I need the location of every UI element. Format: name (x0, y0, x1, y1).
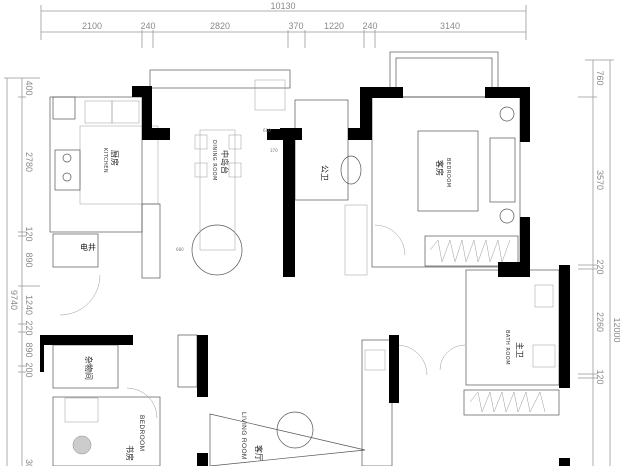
walls (40, 86, 570, 466)
dim-left-total: 9740 (9, 290, 19, 310)
dim-right-1: 3570 (595, 170, 605, 190)
left-dimensions: 9740 400 2780 120 890 1240 220 890 200 3… (4, 77, 40, 466)
dim-inner-0: 610 (263, 128, 271, 133)
dim-right-0: 760 (595, 70, 605, 85)
public-bath-label: 公卫 (320, 165, 329, 181)
dim-top-5: 240 (362, 21, 377, 31)
living-en: LIVING ROOM (240, 412, 247, 460)
dim-left-7: 200 (24, 362, 34, 377)
room-master-bath-label: 主卫 BATH ROOM (504, 330, 525, 365)
dim-right-4: 120 (595, 369, 605, 384)
room-dining-label: 中岛台 DINING ROOM (211, 140, 230, 181)
dim-right-2: 220 (595, 259, 605, 274)
storage-label: 杂物间 (84, 356, 94, 380)
guest-bedroom-en: BEDROOM (445, 158, 451, 188)
room-outlines (49, 51, 560, 466)
dim-left-3: 890 (24, 252, 34, 267)
dim-left-2: 120 (24, 226, 34, 241)
room-kitchen-label: 厨房 KITCHEN (102, 148, 120, 173)
dining-en: DINING ROOM (211, 140, 217, 181)
study-cn: 书房 (125, 445, 135, 461)
room-study-label: 书房 BEDROOM (125, 415, 145, 461)
kitchen-en: KITCHEN (102, 148, 108, 173)
master-bath-en: BATH ROOM (504, 330, 510, 365)
room-living-label: 客厅 LIVING ROOM (240, 412, 264, 461)
dim-left-8: 30 (24, 459, 34, 466)
dim-right-3: 2260 (595, 312, 605, 332)
room-guest-bedroom-label: 客房 BEDROOM (435, 158, 451, 188)
guest-bedroom-cn: 客房 (435, 160, 445, 176)
dim-top-0: 2100 (82, 21, 102, 31)
living-cn: 客厅 (254, 445, 264, 461)
dim-top-3: 370 (288, 21, 303, 31)
dining-cn: 中岛台 (220, 150, 230, 174)
dim-inner-1: 370 (270, 148, 278, 153)
dim-left-1: 2780 (24, 152, 34, 172)
top-dimensions: 10130 2100 240 2820 370 1220 240 3140 (40, 1, 527, 48)
dim-top-2: 2820 (210, 21, 230, 31)
dim-right-total: 12000 (612, 317, 620, 342)
dim-top-1: 240 (140, 21, 155, 31)
electric-well-label: 电井 (80, 242, 96, 252)
dim-left-4: 1240 (24, 295, 34, 315)
dim-left-5: 220 (24, 320, 34, 335)
dim-top-4: 1220 (324, 21, 344, 31)
dim-left-6: 890 (24, 342, 34, 357)
kitchen-cn: 厨房 (110, 150, 120, 166)
study-en: BEDROOM (138, 415, 145, 451)
dim-left-0: 400 (24, 80, 34, 95)
dim-top-6: 3140 (440, 21, 460, 31)
dim-top-total: 10130 (270, 1, 295, 11)
right-dimensions: 760 3570 220 2260 120 12000 (578, 59, 620, 466)
dim-inner-2: 680 (176, 247, 184, 252)
master-bath-cn: 主卫 (515, 342, 525, 358)
